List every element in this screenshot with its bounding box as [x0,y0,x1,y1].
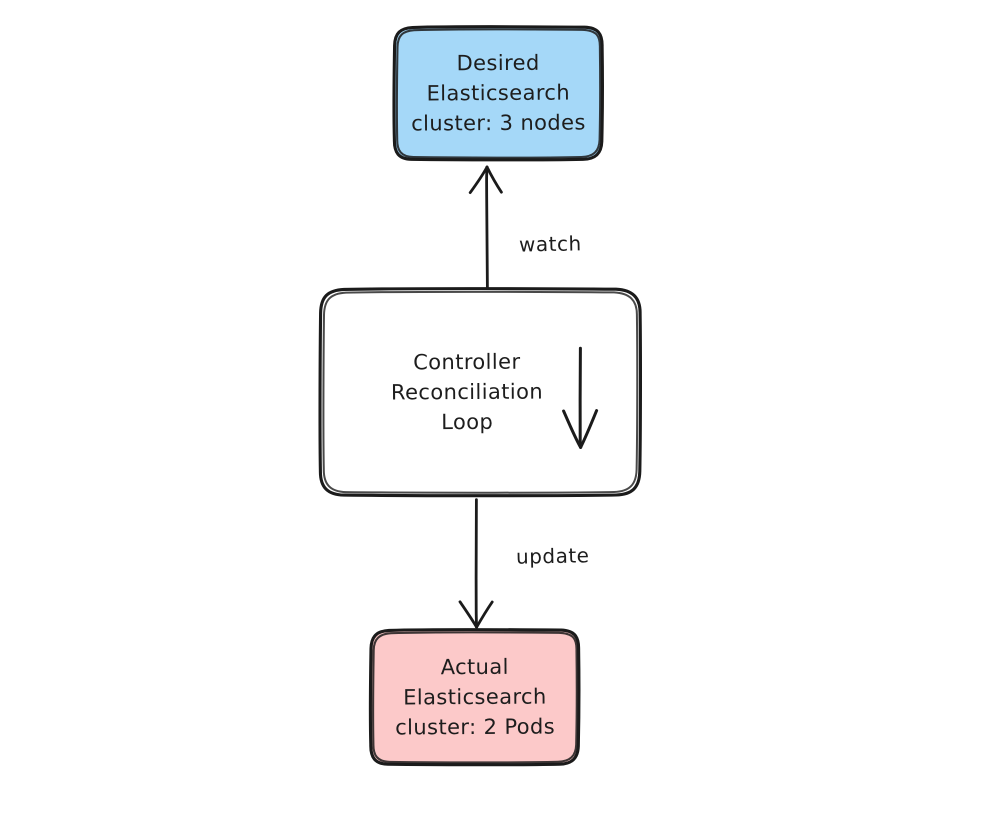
node-controller-label: Controller Reconciliation Loop [390,349,544,434]
edge-label-update: update [515,543,590,569]
edge-label-watch: watch [518,231,582,257]
node-actual-state-label: Actual Elasticsearch cluster: 2 Pods [394,654,555,740]
node-desired-state[interactable]: Desired Elasticsearch cluster: 3 nodes [394,26,602,160]
node-controller[interactable]: Controller Reconciliation Loop [320,288,640,495]
node-actual-state[interactable]: Actual Elasticsearch cluster: 2 Pods [371,629,578,765]
edge-update-arrow [458,498,494,629]
edge-watch-arrow [468,165,503,290]
node-desired-state-label: Desired Elasticsearch cluster: 3 nodes [410,50,586,136]
